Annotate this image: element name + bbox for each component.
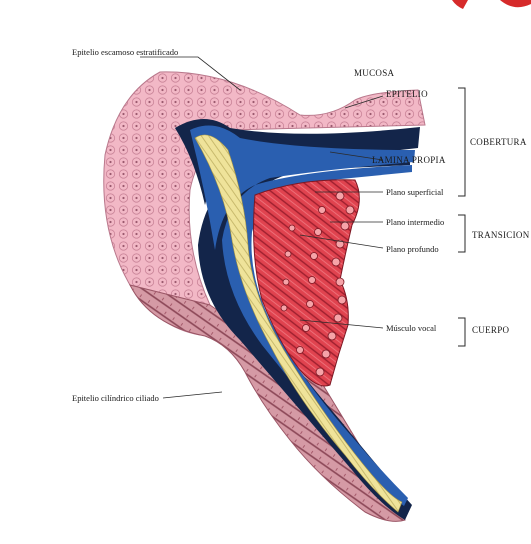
- label-mucosa: MUCOSA: [354, 68, 395, 78]
- label-epitelio-cilindrico: Epitelio cilíndrico ciliado: [72, 393, 159, 403]
- cobertura-bracket: [458, 88, 465, 196]
- label-plano-intermedio: Plano intermedio: [386, 217, 444, 227]
- cuerpo-bracket: [458, 318, 465, 346]
- label-lamina-propia: LAMINA PROPIA: [372, 155, 446, 165]
- brackets: [458, 88, 465, 346]
- label-epitelio-escamoso: Epitelio escamoso estratificado: [72, 47, 178, 57]
- transicion-bracket: [458, 215, 465, 252]
- label-plano-superficial: Plano superficial: [386, 187, 444, 197]
- corner-mark-group: [452, 0, 531, 9]
- corner-mark-left: [452, 0, 468, 9]
- label-plano-profundo: Plano profundo: [386, 244, 439, 254]
- label-transicion: TRANSICION: [472, 230, 530, 240]
- label-musculo-vocal: Músculo vocal: [386, 323, 437, 333]
- corner-mark-right: [500, 0, 531, 7]
- label-cuerpo: CUERPO: [472, 325, 510, 335]
- label-epitelio: EPITELIO: [386, 89, 428, 99]
- label-cobertura: COBERTURA: [470, 137, 527, 147]
